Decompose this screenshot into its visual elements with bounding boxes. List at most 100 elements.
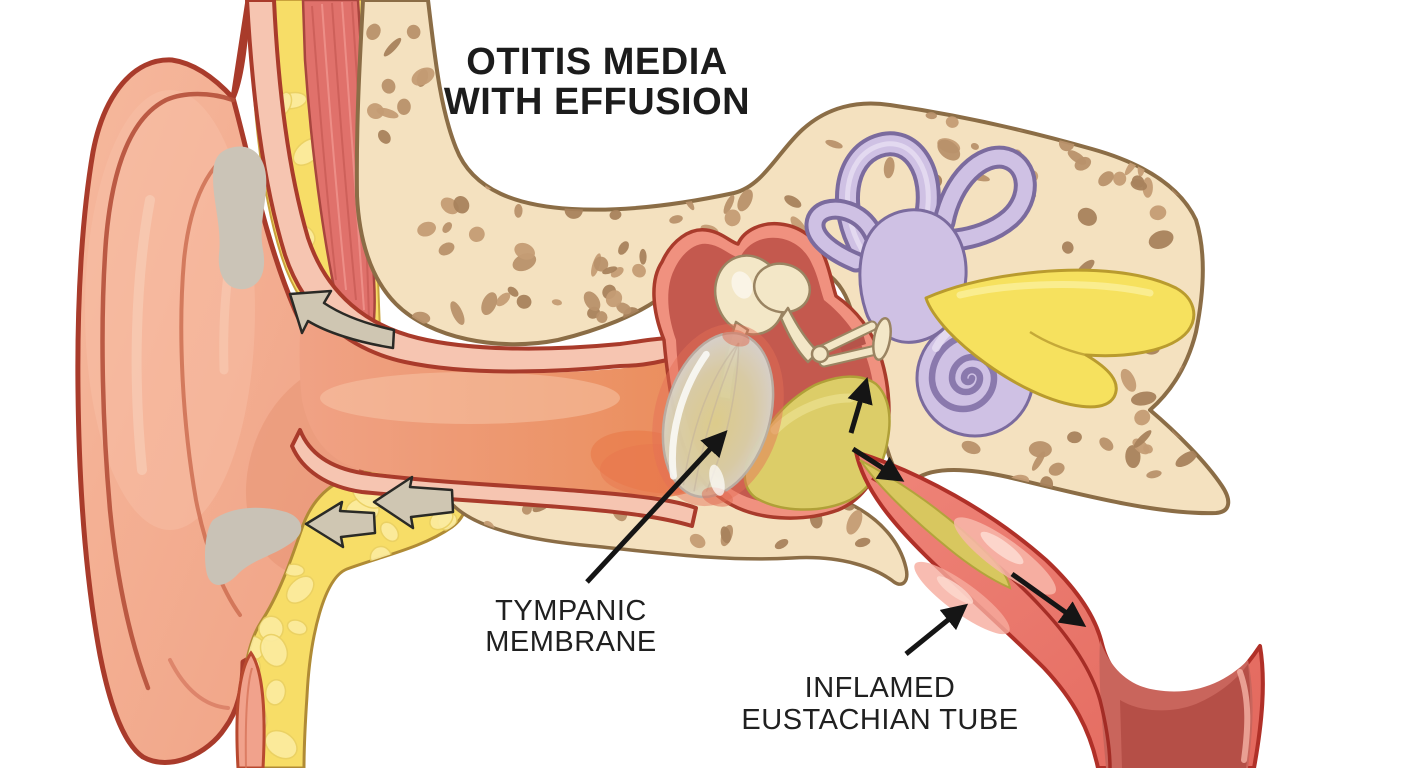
- drainage-arrows: [288, 289, 455, 549]
- bone-speckle: [737, 189, 753, 212]
- pinna-sheen-line: [131, 195, 155, 475]
- tympanic-membrane-label-line2: MEMBRANE: [485, 626, 657, 658]
- bone-speckle: [583, 291, 601, 312]
- fluid-into-tube-arrow-icon: [851, 446, 905, 482]
- bone-speckle: [774, 539, 789, 550]
- bone-speckle: [1028, 441, 1052, 458]
- left-flow-arrow-icon: [372, 475, 455, 530]
- bone-speckle: [602, 266, 618, 275]
- bone-speckle: [724, 209, 741, 227]
- lobe-crease-line: [168, 658, 230, 710]
- eustachian-tube-label-line2: EUSTACHIAN TUBE: [741, 704, 1018, 736]
- incus-body: [752, 262, 812, 314]
- bone-speckle: [1146, 470, 1162, 479]
- bone-speckle: [1098, 171, 1114, 187]
- earwax-blob-lower: [205, 507, 302, 585]
- bone-speckle: [411, 67, 435, 86]
- bone-speckle: [689, 533, 706, 549]
- bone-speckle: [378, 129, 391, 144]
- fat-globule: [264, 729, 298, 760]
- bone-speckle: [632, 263, 646, 278]
- fluid-up-arrow-icon: [847, 377, 873, 434]
- bone-speckle: [1148, 230, 1174, 249]
- membrane-striation: [693, 342, 740, 492]
- bone-speckle: [1048, 462, 1065, 476]
- bone-speckle: [1131, 391, 1157, 406]
- bone-speckle: [481, 292, 498, 316]
- pinna-highlight: [85, 90, 255, 530]
- skin-fold-in-fat: [235, 650, 266, 768]
- tube-fluid: [859, 459, 1012, 590]
- tube-glint: [980, 531, 1024, 565]
- bone-speckle: [883, 157, 895, 179]
- tympanic-membrane: [652, 323, 784, 507]
- bone-speckle: [1149, 205, 1167, 221]
- fat-globule: [286, 619, 308, 636]
- bone-speckle: [593, 256, 609, 272]
- bone-speckle: [1133, 430, 1152, 448]
- incus-process: [779, 306, 820, 364]
- nerve-highlight: [956, 281, 1154, 299]
- left-flow-arrow-icon: [304, 500, 377, 549]
- bone-speckle: [1031, 451, 1046, 471]
- curved-flow-arrow-icon: [288, 289, 396, 350]
- bone-speckle: [381, 78, 396, 94]
- nerve-fold-line: [1029, 330, 1087, 357]
- membrane-tip-redness: [722, 329, 750, 347]
- diagram-text: OTITIS MEDIA WITH EFFUSION TYMPANIC MEMB…: [444, 41, 1018, 736]
- skin-fold-inner-line: [244, 667, 253, 768]
- bone-speckle: [516, 294, 532, 309]
- bone-speckle: [367, 103, 384, 119]
- bone-speckle: [1067, 431, 1082, 444]
- eustachian-tube-label-line1: INFLAMED: [805, 672, 956, 704]
- canal-lower-wall: [290, 428, 698, 528]
- auditory-nerve: [924, 268, 1196, 409]
- bone-speckle: [937, 139, 961, 161]
- fat-globule: [264, 679, 287, 706]
- bone-speckle: [1125, 445, 1141, 469]
- fat-globule: [285, 575, 315, 604]
- fluid-down-tube-arrow-icon: [1010, 571, 1087, 628]
- muscle-striation: [331, 2, 357, 301]
- nerve-shape: [924, 268, 1196, 409]
- fat-globule: [379, 521, 400, 543]
- membrane-tip-redness: [701, 487, 733, 507]
- bone-speckle: [1077, 207, 1097, 226]
- bone-speckle: [618, 241, 629, 255]
- bone-speckle: [639, 248, 647, 265]
- diagram-title-line1: OTITIS MEDIA: [466, 41, 727, 83]
- muscle-striation: [321, 3, 347, 291]
- bone-speckle: [925, 112, 938, 120]
- bone-speckle: [1099, 437, 1114, 451]
- bone-speckle: [1113, 171, 1127, 186]
- bone-speckle: [784, 195, 802, 208]
- bone-speckle: [514, 203, 523, 218]
- fat-globule: [259, 633, 289, 668]
- effusion-highlight: [770, 393, 855, 435]
- bone-speckle: [366, 23, 381, 41]
- tube-glint: [936, 576, 974, 604]
- membrane-red-ring: [652, 323, 784, 507]
- tube-flare-shadow: [1120, 664, 1251, 768]
- tympanic-label-arrow-icon: [585, 430, 728, 584]
- bone-speckle: [669, 215, 683, 224]
- muscle-striation: [341, 1, 365, 311]
- bone-speckle: [521, 504, 532, 515]
- helix-fold-line: [100, 91, 236, 691]
- bone-speckle: [514, 242, 535, 260]
- canal-highlight: [320, 372, 620, 424]
- inner-ear: [804, 131, 1037, 438]
- bone-speckle: [1175, 450, 1197, 468]
- earwax-blob-upper: [213, 146, 267, 290]
- membrane-striation: [682, 342, 740, 486]
- bone-speckle: [417, 221, 436, 237]
- bone-speckle: [609, 209, 622, 220]
- stapes: [810, 317, 892, 368]
- bone-speckle: [383, 37, 402, 57]
- bone-speckle: [1142, 177, 1153, 198]
- bone-speckle: [616, 302, 632, 315]
- bone-speckle: [961, 440, 981, 455]
- bone-speckle: [825, 139, 843, 149]
- membrane-glint: [709, 464, 725, 496]
